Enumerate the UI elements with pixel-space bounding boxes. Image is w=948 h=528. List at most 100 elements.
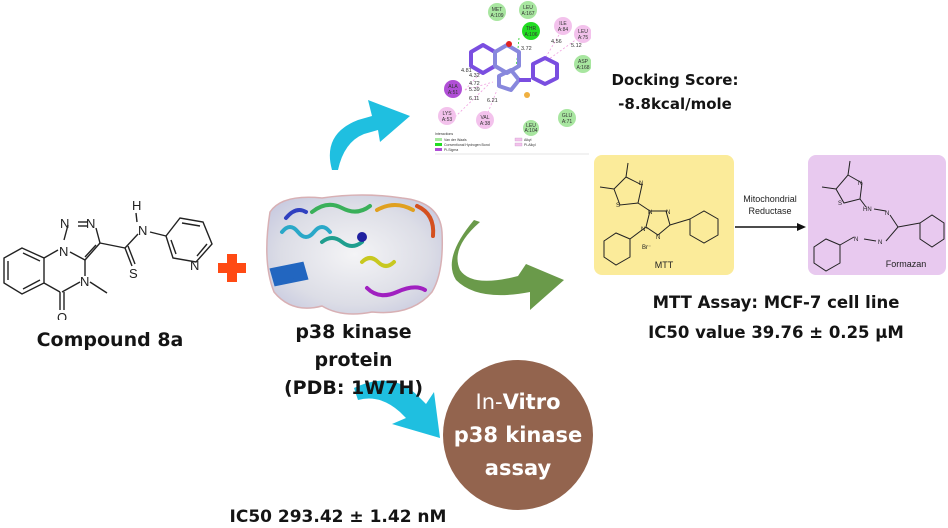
atom-hn: HN [863, 207, 872, 213]
atom-n: N [190, 258, 199, 273]
legend-label: Pi-Sigma [444, 148, 458, 152]
protein-label: p38 kinase protein (PDB: 1W7H) [256, 318, 451, 402]
svg-text:A:53: A:53 [442, 117, 453, 123]
atom-s: S [616, 203, 620, 209]
distance-label: 5.39 [469, 87, 480, 93]
mtt-structure-box: N S N N N⁺ N Br⁻ MTT [594, 155, 734, 275]
mtt-result: MTT Assay: MCF-7 cell line IC50 value 39… [626, 288, 926, 348]
legend-label: Pi-Alkyl [524, 143, 536, 147]
atom-n: N [854, 237, 858, 243]
legend-swatch [514, 137, 523, 142]
arrow-right-shape [451, 220, 564, 310]
protein-surface [266, 194, 444, 315]
loop-green [310, 202, 372, 214]
distance-label: 4.32 [469, 73, 480, 79]
atom-s: S [129, 266, 138, 281]
svg-text:LYS: LYS [442, 111, 452, 117]
svg-text:A:51: A:51 [448, 90, 459, 96]
invitro-assay-circle: In-Vitro p38 kinase assay [443, 360, 593, 510]
svg-text:VAL: VAL [480, 115, 489, 121]
compound-8a-structure: N N N N H N S O N [3, 198, 213, 320]
docking-score: Docking Score: -8.8kcal/mole [600, 68, 750, 116]
atom-n: N [885, 211, 889, 217]
svg-text:A:38: A:38 [480, 121, 491, 127]
sheet-orange [375, 203, 415, 212]
docking-score-title: Docking Score: [611, 71, 739, 89]
legend-swatch [435, 143, 442, 146]
helix-teal [320, 236, 364, 248]
helix-cyan [280, 225, 332, 239]
blue-arrow-to-docking [329, 100, 410, 170]
reaction-arrow [735, 223, 806, 231]
svg-text:ASP: ASP [578, 59, 589, 65]
atom-h: H [132, 198, 141, 213]
plus-icon [218, 254, 246, 282]
svg-text:A:71: A:71 [562, 119, 573, 125]
ligand-sphere [357, 232, 367, 242]
atom-n: N [858, 181, 862, 187]
legend-label: Alkyl [524, 138, 532, 142]
protein-pdb: (PDB: 1W7H) [283, 377, 424, 399]
alkyl-line [544, 35, 582, 63]
distance-labels: 3.72 4.56 5.12 4.81 4.32 4.72 5.39 6.11 … [461, 39, 582, 104]
interaction-legend: Interactions Van der Waals Conventional … [435, 132, 536, 152]
atom-n: N [86, 216, 95, 231]
enzyme-line2: Reductase [748, 206, 792, 216]
invitro-prefix: In- [475, 389, 503, 414]
helix-blue [269, 261, 309, 287]
legend-swatch [435, 138, 442, 141]
atom-n: N [138, 223, 147, 238]
green-arrow-to-mtt [451, 220, 564, 310]
atom-o: O [57, 310, 67, 320]
atom-nplus: N⁺ [641, 226, 649, 233]
svg-text:A:109: A:109 [490, 13, 503, 19]
atom-n: N [666, 210, 670, 216]
svg-text:ALA: ALA [448, 84, 458, 90]
atom-s: S [838, 201, 842, 207]
svg-text:THR: THR [526, 26, 537, 32]
svg-text:LEU: LEU [523, 5, 533, 11]
sheet-red [415, 204, 436, 238]
mtt-structure: N S N N N⁺ N Br⁻ MTT [599, 162, 719, 270]
atom-n: N [648, 210, 652, 216]
docking-score-value: -8.8kcal/mole [618, 95, 732, 113]
distance-label: 6.21 [487, 98, 498, 104]
ligand-structure [469, 43, 559, 92]
invitro-line1: In-Vitro [476, 386, 561, 419]
svg-text:A:167: A:167 [521, 11, 534, 17]
aromatic-ring-marker [476, 52, 490, 66]
protein-name: p38 kinase protein [295, 321, 412, 371]
invitro-bold-word: Vitro [502, 389, 561, 414]
kinase-ic50: IC50 293.42 ± 1.42 nM [229, 507, 447, 527]
legend-title: Interactions [435, 132, 453, 136]
sulfur-atom [524, 92, 530, 98]
enzyme-line1: Mitochondrial [743, 194, 797, 204]
invitro-line3: assay [484, 455, 552, 480]
benzene-ring [3, 247, 45, 295]
alkyl-line [542, 27, 564, 63]
compound-atoms: N N N N H N S O N [57, 198, 199, 320]
pyridine-ring [165, 217, 213, 263]
svg-text:A:168: A:168 [576, 65, 589, 71]
compound-label: Compound 8a [36, 329, 184, 351]
compound-bonds [3, 212, 213, 310]
counterion-br: Br⁻ [642, 245, 651, 251]
enzyme-label: Mitochondrial Reductase [735, 193, 805, 217]
plus-icon-horizontal [218, 263, 246, 273]
legend-swatch [514, 142, 523, 147]
helix-yellow [360, 256, 396, 268]
svg-text:ILE: ILE [559, 21, 567, 27]
pi-line [464, 81, 494, 91]
svg-text:A:84: A:84 [558, 27, 569, 33]
svg-text:A:106: A:106 [524, 32, 537, 38]
svg-text:A:75: A:75 [578, 35, 589, 41]
distance-label: 4.56 [551, 39, 562, 45]
